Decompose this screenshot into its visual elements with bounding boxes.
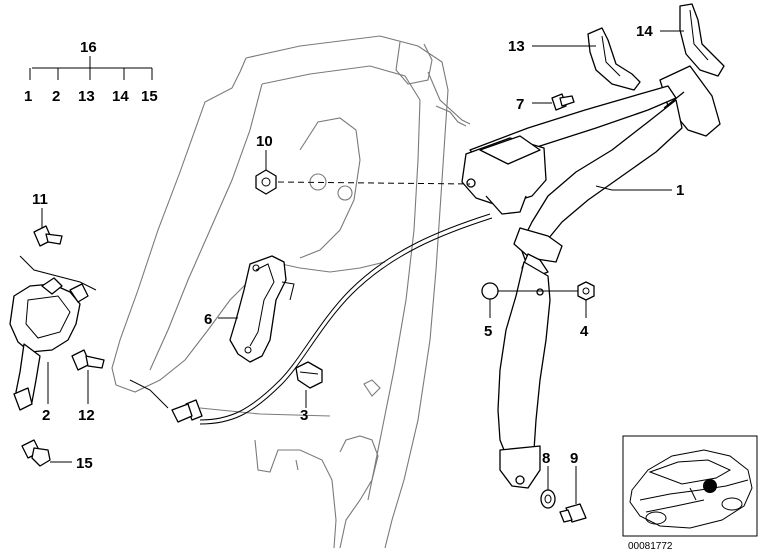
label-13: 13 [508, 38, 525, 55]
nut-4 [577, 281, 595, 301]
label-8: 8 [542, 450, 550, 467]
sensor-unit-2 [9, 255, 97, 411]
label-4: 4 [580, 323, 589, 340]
label-3: 3 [300, 407, 308, 424]
bolt-12 [71, 349, 105, 371]
label-6: 6 [204, 311, 212, 328]
seat-backrest-frame [111, 35, 471, 549]
label-10: 10 [256, 133, 273, 150]
label-11: 11 [32, 191, 48, 208]
label-1: 1 [676, 182, 684, 199]
belt-trim-cover-13 [587, 27, 641, 91]
label-kit-15: 15 [141, 88, 158, 105]
cable-clip-3 [295, 361, 323, 389]
vehicle-location-thumbnail [622, 435, 758, 537]
belt-cable [129, 213, 493, 425]
label-kit-1: 1 [24, 88, 32, 105]
label-14: 14 [636, 23, 653, 40]
bracket-6 [229, 255, 295, 363]
label-7: 7 [516, 96, 524, 113]
screw-11 [33, 225, 63, 247]
nut-10 [255, 169, 277, 195]
belt-trim-cover-14 [679, 3, 725, 77]
dashed-assembly-line-10 [277, 181, 471, 185]
image-id: 00081772 [628, 541, 673, 552]
cap-5 [481, 282, 499, 300]
label-16: 16 [80, 39, 97, 56]
bolt-9 [559, 503, 587, 523]
label-kit-13: 13 [78, 88, 95, 105]
label-9: 9 [570, 450, 578, 467]
label-15: 15 [76, 455, 93, 472]
label-kit-14: 14 [112, 88, 129, 105]
seat-belt-assembly [461, 65, 721, 489]
label-12: 12 [78, 407, 95, 424]
label-kit-2: 2 [52, 88, 60, 105]
car-outline-icon [629, 449, 753, 529]
label-2: 2 [42, 407, 50, 424]
label-5: 5 [484, 323, 492, 340]
leader-lines [29, 30, 684, 504]
screw-7 [551, 93, 575, 111]
location-marker-icon [703, 479, 717, 493]
washer-8 [540, 489, 556, 509]
bolt-15 [21, 439, 51, 467]
